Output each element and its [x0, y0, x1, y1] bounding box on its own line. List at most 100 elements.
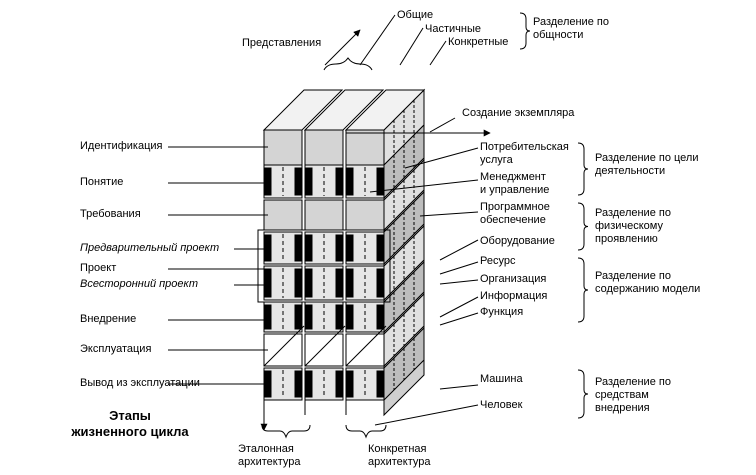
brace-purpose — [577, 142, 589, 196]
blank-diag — [304, 325, 346, 367]
block-specific-0 — [345, 129, 385, 166]
block-band-left — [304, 370, 313, 398]
block-band-right — [376, 234, 385, 262]
block-band-left — [263, 268, 272, 298]
leader-right-8 — [439, 384, 479, 390]
block-band-left — [345, 234, 354, 262]
leader-right-6 — [439, 296, 479, 318]
lifecycle-title: Этапы жизненного цикла — [71, 408, 189, 439]
block-band-left — [304, 234, 313, 262]
stage-preliminary-design: Предварительный проект — [80, 242, 220, 254]
brace-representations — [323, 57, 373, 71]
label-consumer-service: Потребительская услуга — [480, 141, 569, 166]
block-band-left — [263, 167, 272, 196]
leader-right-1 — [369, 179, 479, 193]
block-band-left — [304, 268, 313, 298]
block-band-right — [294, 268, 303, 298]
stage-operation: Эксплуатация — [80, 343, 152, 355]
block-general-2 — [263, 199, 303, 231]
block-band-left — [345, 370, 354, 398]
leader-specific — [429, 40, 447, 66]
label-partial: Частичные — [425, 23, 481, 35]
label-human: Человек — [480, 399, 523, 411]
brace-generality — [519, 12, 531, 50]
brace-physical — [577, 202, 589, 251]
stage-identification: Идентификация — [80, 140, 163, 152]
block-band-right — [335, 304, 344, 330]
label-specific-architecture: Конкретная архитектура — [368, 443, 431, 468]
block-band-right — [335, 167, 344, 196]
leader-right-2 — [419, 211, 479, 217]
brace-model — [577, 257, 589, 323]
leader-general — [359, 14, 396, 66]
blank-diag — [345, 325, 387, 367]
brace-reference — [261, 424, 311, 439]
label-management: Менеджмент и управление — [480, 171, 550, 196]
stage-concept: Понятие — [80, 176, 124, 188]
block-band-right — [376, 304, 385, 330]
leader-lines — [168, 12, 589, 439]
leader-right-9 — [374, 404, 479, 426]
label-general: Общие — [397, 9, 434, 21]
label-resource: Ресурс — [480, 255, 516, 267]
stage-requirements: Требования — [80, 208, 141, 220]
block-band-right — [294, 234, 303, 262]
label-hardware: Оборудование — [480, 235, 555, 247]
stage-detailed-design: Всесторонний проект — [80, 278, 199, 290]
label-function: Функция — [480, 306, 524, 318]
block-band-right — [376, 167, 385, 196]
block-band-right — [335, 234, 344, 262]
block-band-left — [263, 304, 272, 330]
label-representations: Представления — [242, 37, 322, 49]
block-partial-2 — [304, 199, 344, 231]
label-information: Информация — [480, 290, 548, 302]
block-general-6 — [263, 333, 303, 367]
label-instantiation: Создание экземпляра — [462, 107, 575, 119]
block-band-right — [294, 167, 303, 196]
leader-instantiation — [429, 117, 456, 133]
label-machine: Машина — [480, 373, 523, 385]
label-software: Программное обеспечение — [480, 201, 550, 226]
block-band-left — [304, 167, 313, 196]
label-reference-architecture: Эталонная архитектура — [238, 443, 301, 468]
block-band-left — [345, 268, 354, 298]
cube-blocks — [257, 88, 426, 417]
label-organization: Организация — [480, 273, 547, 285]
leader-right-5 — [439, 279, 479, 285]
arrow-representations — [324, 29, 361, 66]
block-general-0 — [263, 129, 303, 166]
stage-design: Проект — [80, 262, 117, 274]
brace-implementation — [577, 369, 589, 419]
block-band-right — [376, 370, 385, 398]
block-band-right — [294, 370, 303, 398]
leader-right-4 — [439, 261, 479, 275]
stage-implementation: Внедрение — [80, 313, 137, 325]
group-purpose: Разделение по цели деятельности — [595, 152, 699, 177]
block-specific-2 — [345, 199, 385, 231]
block-band-left — [345, 167, 354, 196]
group-model: Разделение по содержанию модели — [595, 270, 701, 295]
block-partial-0 — [304, 129, 344, 166]
leader-right-3 — [439, 239, 479, 261]
leader-partial — [399, 27, 424, 66]
block-band-right — [335, 268, 344, 298]
block-band-right — [376, 268, 385, 298]
group-implementation: Разделение по средствам внедрения — [595, 376, 671, 414]
block-partial-6 — [304, 333, 344, 367]
block-band-right — [335, 370, 344, 398]
label-specific: Конкретные — [448, 36, 509, 48]
group-physical: Разделение по физическому проявлению — [595, 207, 671, 245]
leader-right-7 — [439, 312, 479, 326]
block-band-left — [263, 234, 272, 262]
block-specific-6 — [345, 333, 385, 367]
block-band-right — [294, 304, 303, 330]
block-band-left — [345, 304, 354, 330]
leader-right-0 — [404, 147, 479, 169]
blank-diag — [263, 325, 305, 367]
group-generality: Разделение по общности — [533, 16, 609, 41]
brace-specific-arch — [345, 424, 387, 439]
design-frame — [257, 229, 391, 303]
block-band-left — [304, 304, 313, 330]
stage-decommission: Вывод из эксплуатации — [80, 377, 200, 389]
